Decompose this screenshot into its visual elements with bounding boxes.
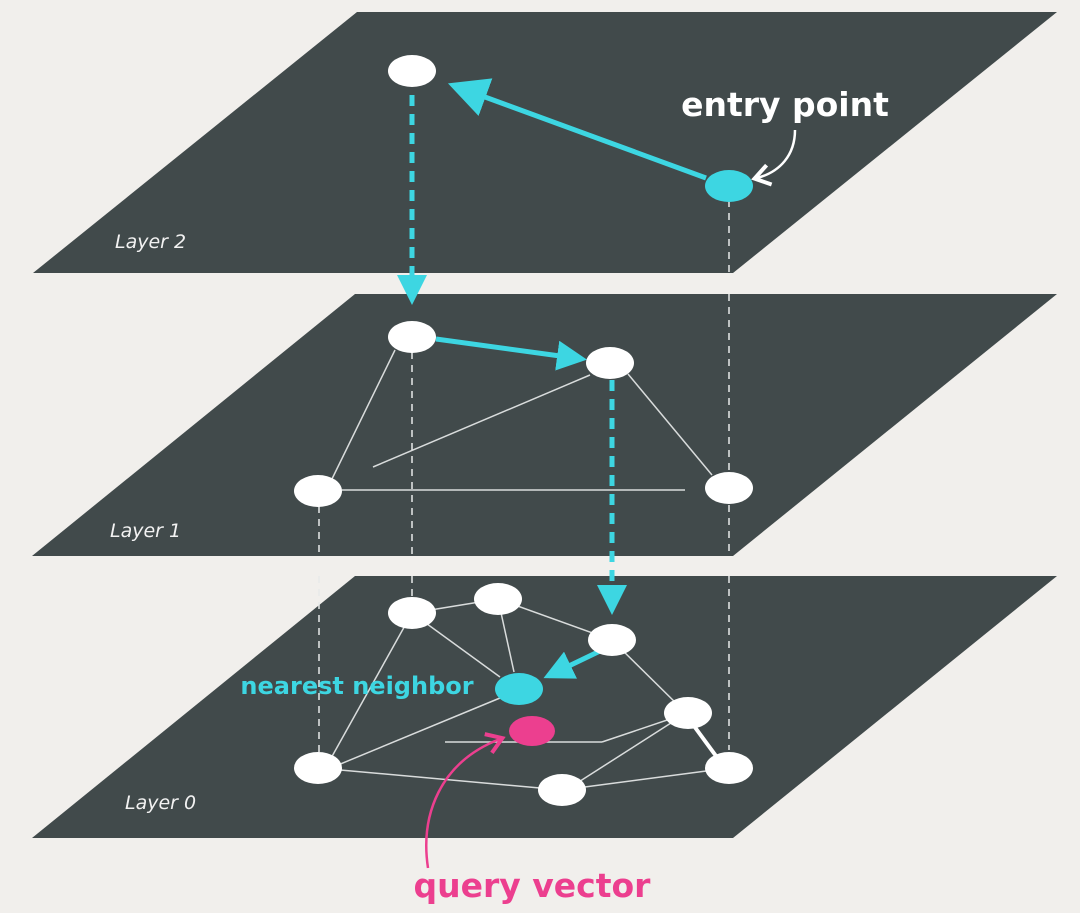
nearest-neighbor-node <box>495 673 543 705</box>
graph-node <box>294 752 342 784</box>
entry-point-label: entry point <box>681 85 889 124</box>
layer-2-label: Layer 2 <box>115 231 186 253</box>
nearest-neighbor-label: nearest neighbor <box>240 672 473 700</box>
layer-1-label: Layer 1 <box>110 520 181 542</box>
layer-0-label: Layer 0 <box>125 792 196 814</box>
callout-arrow <box>425 732 506 869</box>
layer-1-vertical-links <box>318 294 730 556</box>
layer-2-plane <box>33 12 1057 273</box>
graph-node <box>664 697 712 729</box>
layer-1-plane <box>32 294 1057 556</box>
graph-node <box>538 774 586 806</box>
entry-point-node <box>705 170 753 202</box>
search-path-arrow <box>447 78 707 181</box>
graph-node <box>388 597 436 629</box>
layer-0-plane <box>32 576 1057 838</box>
graph-node <box>388 321 436 353</box>
graph-node <box>586 347 634 379</box>
search-path-arrow <box>543 648 602 679</box>
search-path-arrow <box>435 336 587 371</box>
layer-1-edges <box>329 349 713 491</box>
query-vector-label: query vector <box>414 866 652 905</box>
graph-node <box>388 55 436 87</box>
graph-edge <box>692 724 718 758</box>
callout-arrow <box>751 129 797 187</box>
graph-node <box>705 752 753 784</box>
graph-node <box>588 624 636 656</box>
layer-0-vertical-links <box>318 576 730 752</box>
query-vector-node <box>509 716 555 746</box>
graph-node <box>294 475 342 507</box>
graph-node <box>705 472 753 504</box>
graph-node <box>474 583 522 615</box>
